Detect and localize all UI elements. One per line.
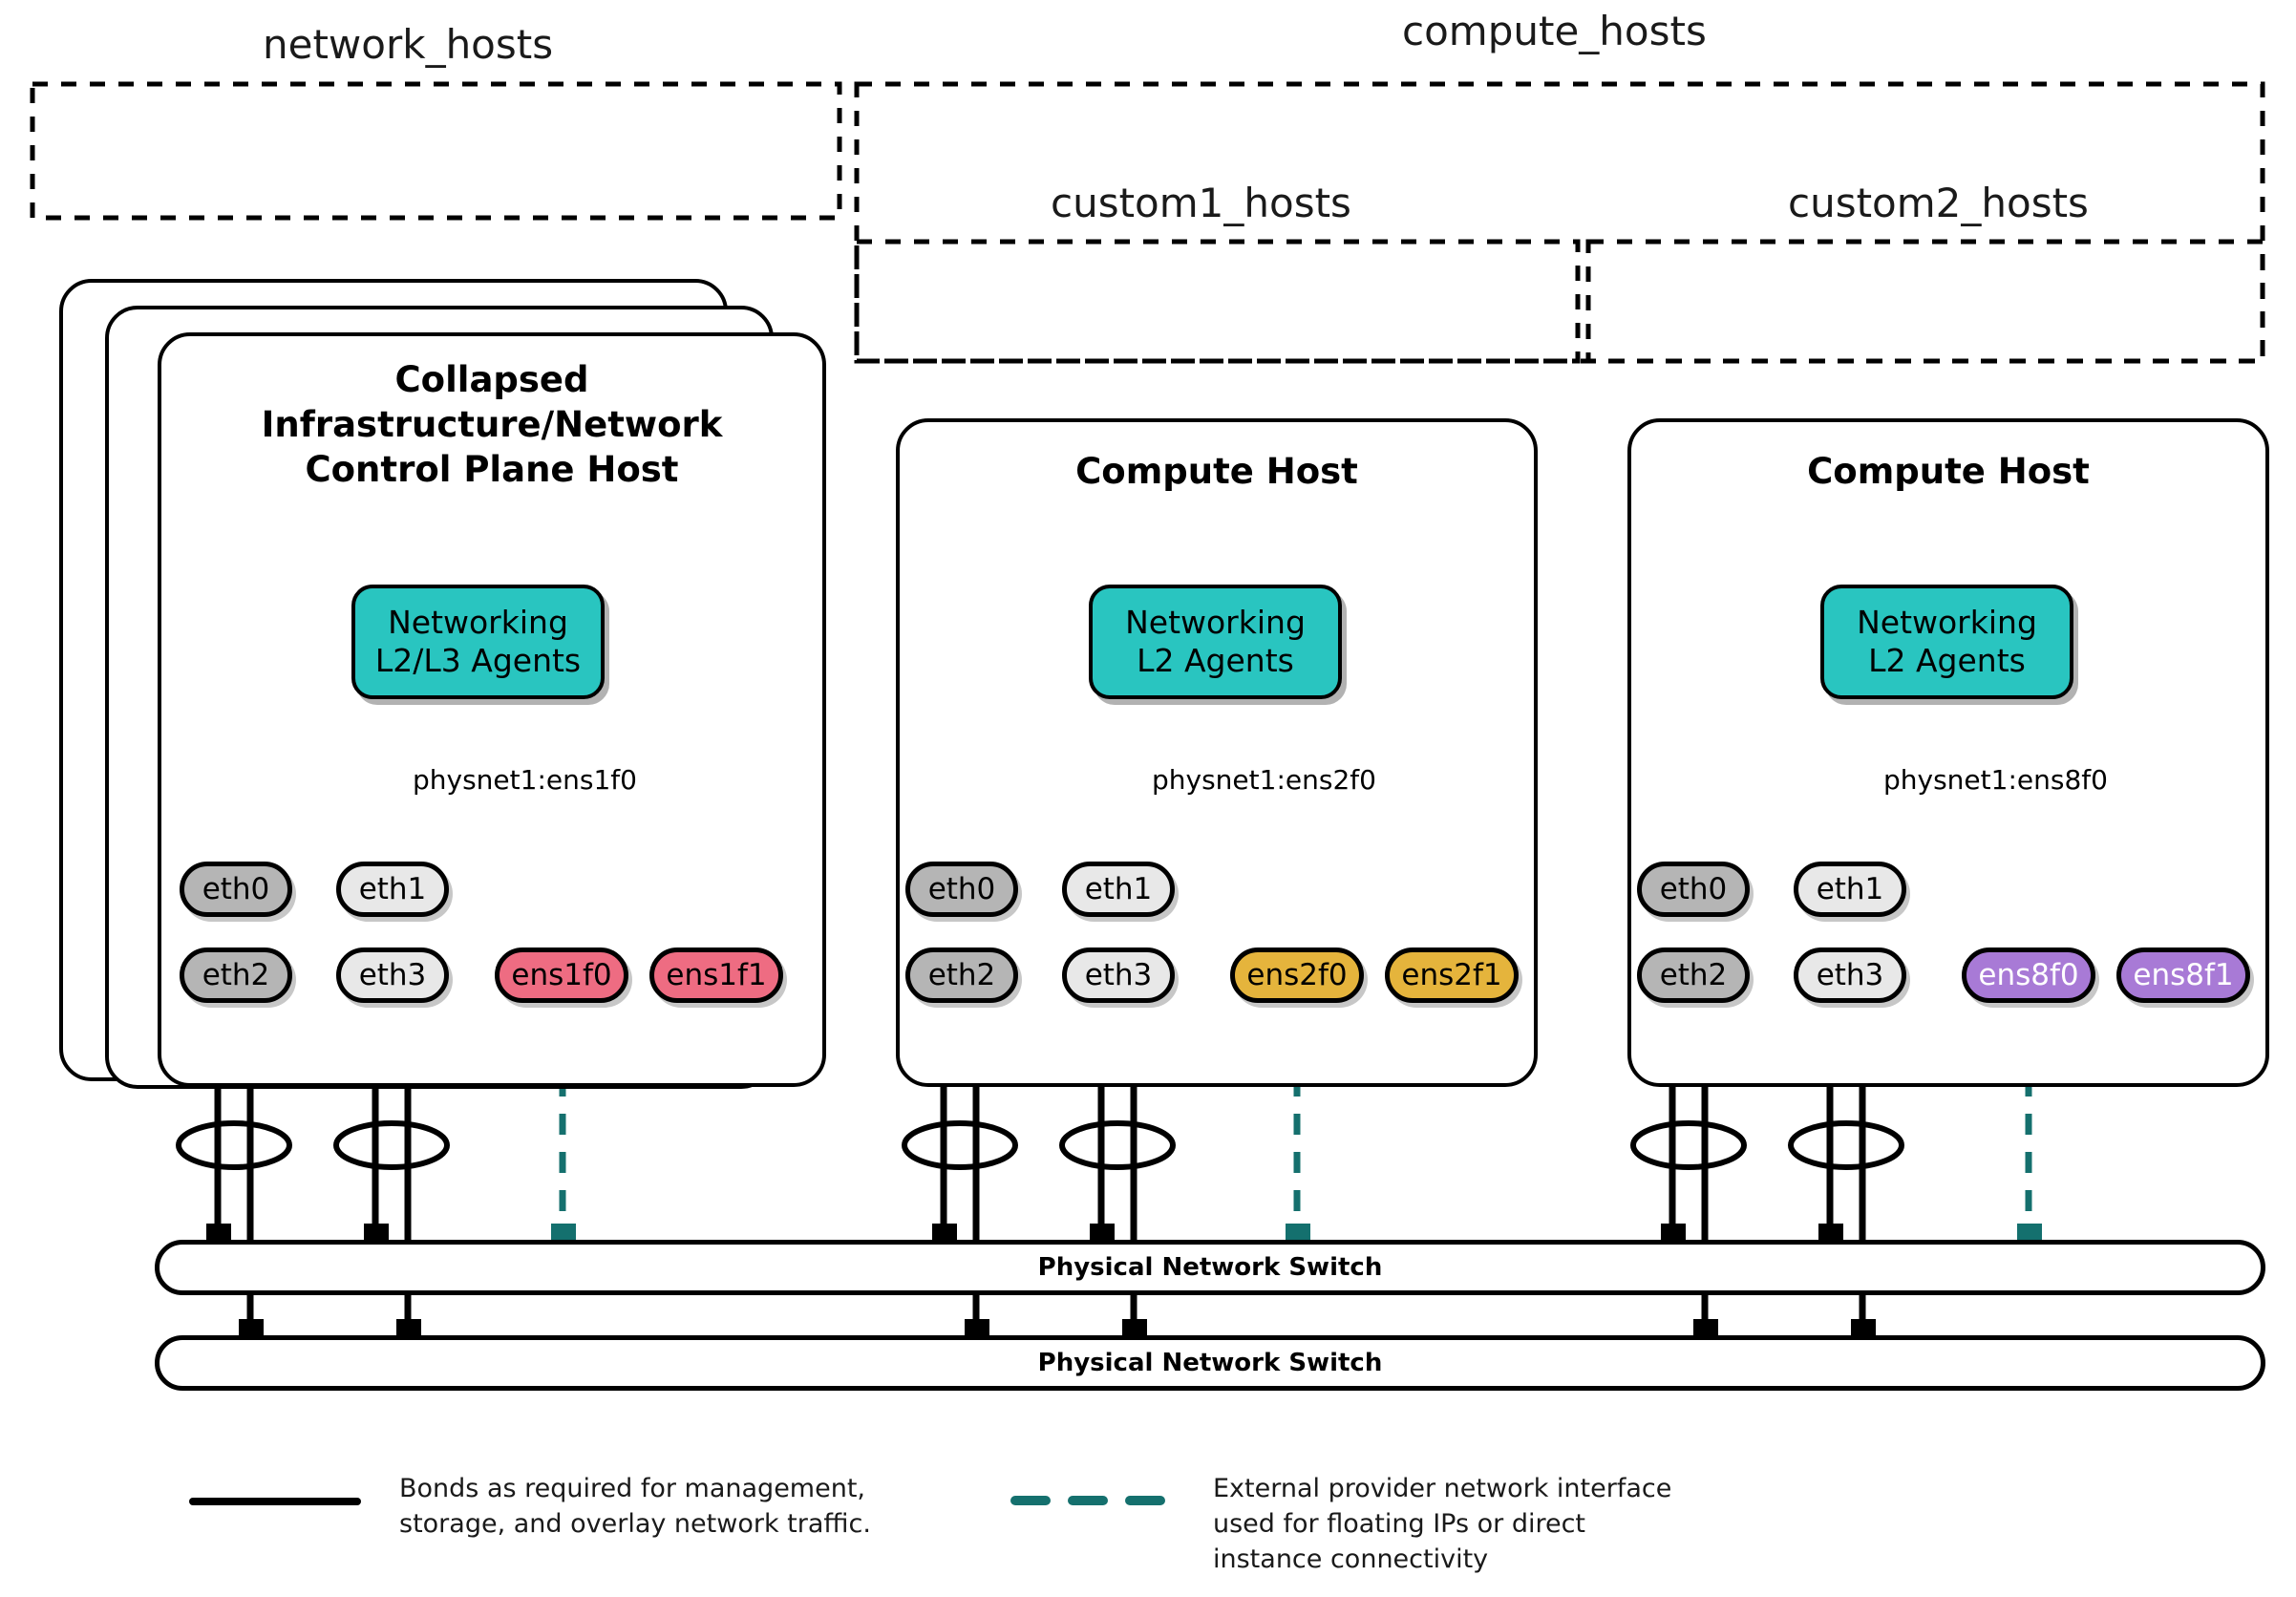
bond-ellipse [1059,1120,1176,1170]
group-box-custom2-hosts [1585,239,2265,364]
nic-pill-eth2[interactable]: eth2 [905,948,1018,1003]
physical-switch-top[interactable]: Physical Network Switch [155,1240,2265,1295]
legend-text-provider: External provider network interface used… [1213,1474,1672,1574]
bond-ellipse [1630,1120,1747,1170]
nic-pill-ens2f0[interactable]: ens2f0 [1230,948,1364,1003]
legend-swatch-bonds [189,1498,361,1505]
nic-pill-ens8f1[interactable]: ens8f1 [2116,948,2250,1003]
bond-ellipse [333,1120,450,1170]
nic-pill-eth1[interactable]: eth1 [336,862,449,917]
agents-box-compute-1[interactable]: Networking L2 Agents [1089,585,1342,699]
nic-pill-eth0[interactable]: eth0 [905,862,1018,917]
nic-pill-eth3[interactable]: eth3 [336,948,449,1003]
physnet-label-control-plane: physnet1:ens1f0 [413,764,637,796]
agents-box-control-plane[interactable]: Networking L2/L3 Agents [351,585,605,699]
agents-label: Networking L2 Agents [1125,604,1306,679]
host-title: Collapsed Infrastructure/Network Control… [261,359,723,490]
legend-swatch-provider-3 [1125,1496,1165,1505]
nic-pill-ens1f1[interactable]: ens1f1 [649,948,783,1003]
bond-ellipse [1788,1120,1904,1170]
legend-text-bonds: Bonds as required for management, storag… [399,1474,871,1539]
nic-pill-ens2f1[interactable]: ens2f1 [1385,948,1519,1003]
bond-ellipse [902,1120,1018,1170]
host-title: Compute Host [1807,451,2090,492]
agents-label: Networking L2/L3 Agents [374,604,582,679]
host-title: Compute Host [1075,451,1358,492]
physnet-label-compute-1: physnet1:ens2f0 [1152,764,1376,796]
nic-pill-eth3[interactable]: eth3 [1062,948,1175,1003]
group-label-custom2-hosts: custom2_hosts [1788,180,2089,226]
group-box-custom1-hosts [854,239,1581,364]
group-label-network-hosts: network_hosts [263,21,554,68]
agents-label: Networking L2 Agents [1857,604,2037,679]
nic-pill-eth2[interactable]: eth2 [180,948,292,1003]
physical-switch-bottom[interactable]: Physical Network Switch [155,1335,2265,1391]
switch-label: Physical Network Switch [1037,1349,1383,1377]
agents-box-compute-2[interactable]: Networking L2 Agents [1820,585,2073,699]
nic-pill-eth0[interactable]: eth0 [180,862,292,917]
nic-pill-eth0[interactable]: eth0 [1637,862,1750,917]
nic-pill-eth3[interactable]: eth3 [1794,948,1906,1003]
physnet-label-compute-2: physnet1:ens8f0 [1883,764,2108,796]
group-box-network-hosts [30,81,842,221]
group-label-custom1-hosts: custom1_hosts [1051,180,1351,226]
switch-label: Physical Network Switch [1037,1253,1383,1282]
legend-swatch-provider-2 [1068,1496,1108,1505]
legend-swatch-provider-1 [1010,1496,1051,1505]
nic-pill-eth2[interactable]: eth2 [1637,948,1750,1003]
group-label-compute-hosts: compute_hosts [1402,8,1707,54]
nic-pill-eth1[interactable]: eth1 [1794,862,1906,917]
nic-pill-ens1f0[interactable]: ens1f0 [495,948,628,1003]
bond-ellipse [176,1120,292,1170]
nic-pill-eth1[interactable]: eth1 [1062,862,1175,917]
nic-pill-ens8f0[interactable]: ens8f0 [1962,948,2095,1003]
